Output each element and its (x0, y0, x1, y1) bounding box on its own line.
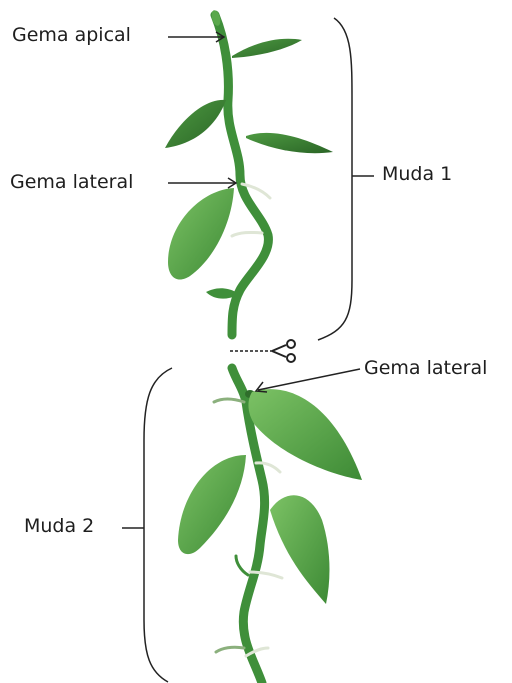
arrow-gema-apical (168, 32, 224, 42)
bracket-muda-2 (122, 368, 172, 682)
label-muda-1: Muda 1 (382, 165, 452, 184)
arrow-gema-lateral-1 (168, 178, 236, 188)
leaf (248, 389, 362, 480)
leaf (246, 133, 333, 153)
lower-cutting (178, 368, 362, 683)
label-gema-lateral-bottom: Gema lateral (364, 359, 487, 378)
label-muda-2: Muda 2 (24, 517, 94, 536)
upper-cutting (165, 9, 333, 335)
leaf (270, 495, 329, 604)
upper-stem (215, 15, 268, 335)
leaf (178, 455, 246, 554)
leaf (232, 39, 302, 58)
arrow-gema-lateral-2 (256, 369, 360, 392)
leaf (168, 188, 234, 280)
aerial-root (232, 232, 262, 236)
leaf (165, 100, 226, 148)
bracket-muda-1 (318, 18, 374, 340)
aerial-root (214, 399, 244, 402)
leaf (206, 288, 236, 298)
label-gema-apical: Gema apical (12, 26, 131, 45)
aerial-root (236, 556, 248, 575)
cut-mark (230, 340, 295, 362)
aerial-root (216, 647, 244, 652)
label-gema-lateral-top: Gema lateral (10, 173, 133, 192)
